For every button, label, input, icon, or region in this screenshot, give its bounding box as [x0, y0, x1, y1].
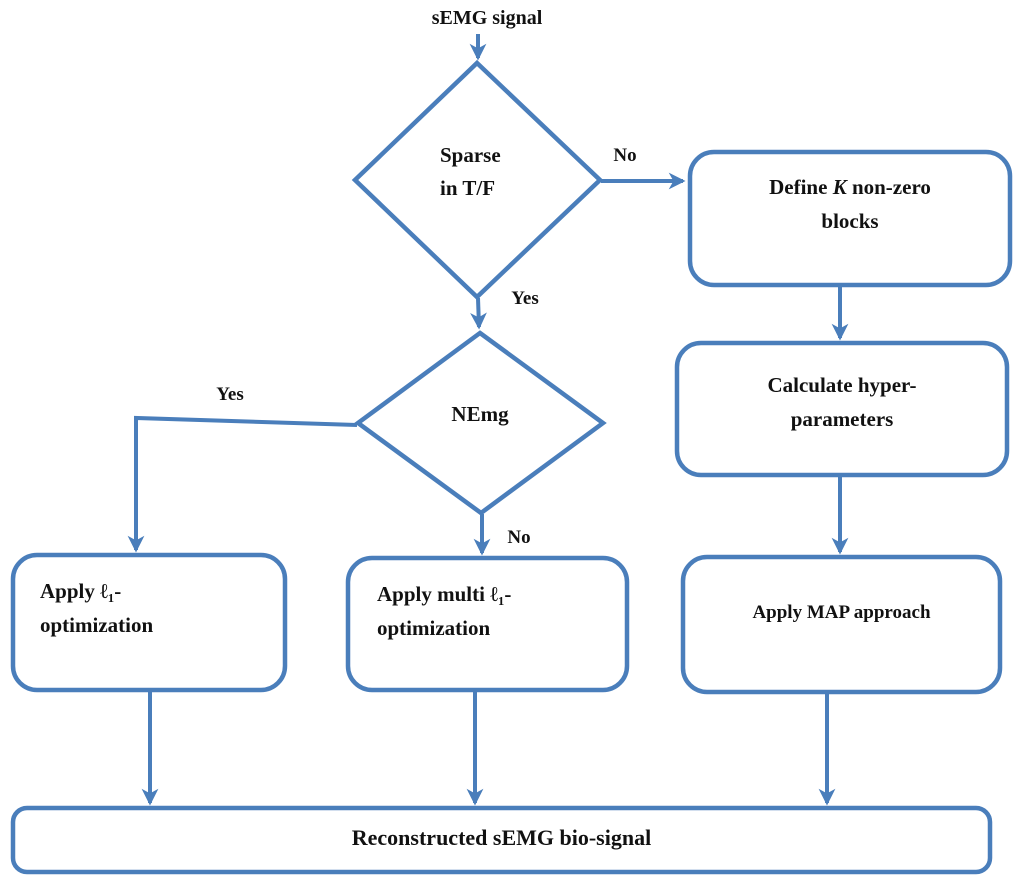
multi-l1-optimization-label: Apply multi ℓ₁-optimization	[377, 582, 512, 640]
l1-optimization-label: Apply ℓ₁-optimization	[40, 579, 154, 637]
nemg-no-label: No	[507, 527, 531, 548]
arrow-sparse-yes-to-nemg	[470, 297, 487, 330]
sparse-no-label: No	[613, 145, 637, 166]
map-approach-label: Apply MAP approach	[752, 602, 931, 623]
map-approach-box	[680, 554, 1003, 695]
nemg-decision-label: NEmg	[451, 402, 509, 426]
define-blocks-box	[687, 149, 1013, 288]
start-label: sEMG signal	[431, 7, 543, 29]
variable-k: K	[832, 175, 847, 199]
arrow-nemg-yes-to-l1	[127, 415, 358, 553]
hyper-parameters-label: Calculate hyper-parameters	[767, 373, 917, 431]
hyper-parameters-box	[674, 340, 1010, 478]
l1-optimization-box	[10, 552, 288, 693]
nemg-yes-label: Yes	[216, 384, 244, 405]
sparse-decision-diamond	[351, 59, 604, 301]
multi-l1-optimization-box	[345, 555, 630, 693]
sparse-yes-label: Yes	[511, 288, 539, 309]
output-box	[10, 805, 993, 875]
nemg-decision-diamond	[354, 330, 607, 516]
output-label: Reconstructed sEMG bio-signal	[351, 825, 652, 850]
